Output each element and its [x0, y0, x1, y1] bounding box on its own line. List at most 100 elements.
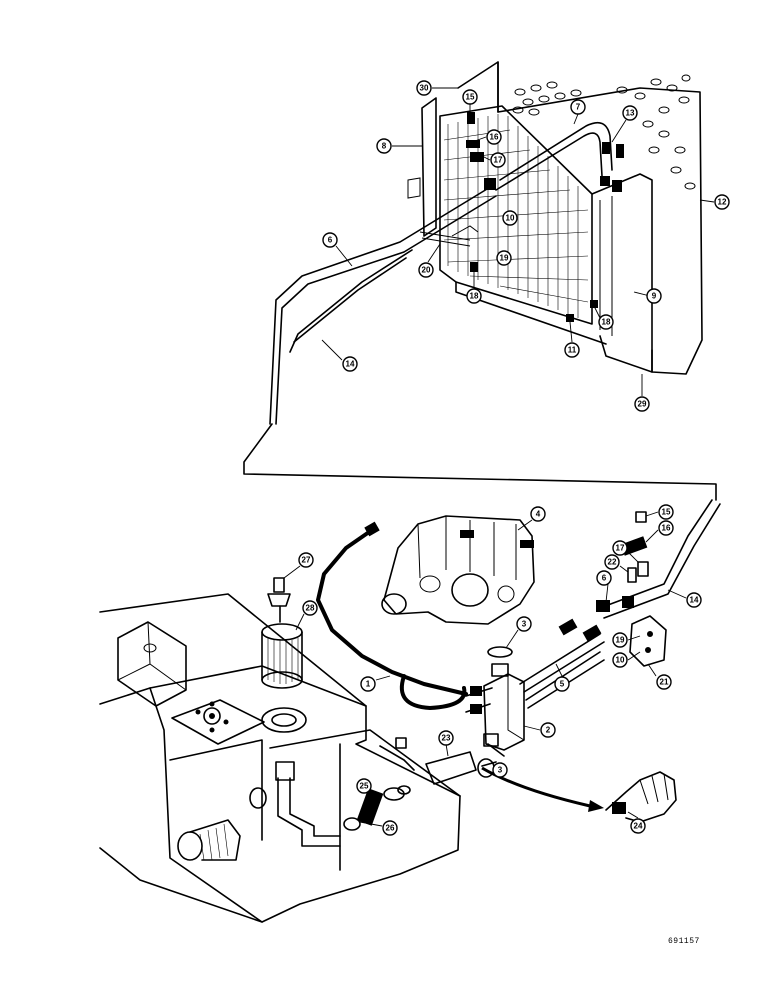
svg-text:3: 3 — [522, 620, 527, 629]
oil-cooler-assembly — [269, 61, 703, 425]
drawing-number: 691157 — [668, 937, 700, 946]
svg-text:29: 29 — [638, 400, 647, 409]
svg-text:17: 17 — [616, 544, 625, 553]
svg-text:12: 12 — [718, 198, 727, 207]
svg-text:19: 19 — [616, 636, 625, 645]
callout-23: 23 — [438, 730, 454, 757]
callout-16-lower: 16 — [645, 520, 674, 543]
callout-29: 29 — [634, 374, 650, 412]
svg-text:10: 10 — [616, 656, 625, 665]
callout-3-lower: 3 — [492, 762, 508, 778]
callout-15-upper: 15 — [462, 89, 478, 114]
cooler-core — [439, 105, 593, 325]
block-21 — [629, 615, 667, 667]
line-6 — [525, 651, 601, 701]
svg-text:11: 11 — [568, 346, 577, 355]
svg-text:22: 22 — [608, 558, 617, 567]
callout-11: 11 — [564, 321, 580, 358]
callout-28: 28 — [295, 600, 318, 631]
callout-26: 26 — [359, 820, 398, 836]
svg-text:27: 27 — [302, 556, 311, 565]
svg-text:18: 18 — [470, 292, 479, 301]
svg-text:24: 24 — [634, 822, 643, 831]
svg-text:5: 5 — [560, 680, 565, 689]
callout-19-lower: 19 — [612, 632, 641, 648]
cooler-fittings — [419, 112, 624, 322]
svg-text:21: 21 — [660, 678, 669, 687]
callout-4: 4 — [517, 506, 546, 531]
svg-text:14: 14 — [690, 596, 699, 605]
callout-20: 20 — [418, 243, 441, 278]
hose-1 — [316, 528, 468, 696]
callout-22: 22 — [604, 554, 629, 573]
svg-text:13: 13 — [626, 109, 635, 118]
return-tube — [289, 249, 413, 353]
svg-text:23: 23 — [442, 734, 451, 743]
callout-12: 12 — [699, 194, 730, 210]
callout-7: 7 — [570, 99, 586, 125]
svg-text:14: 14 — [346, 360, 355, 369]
callout-18-right: 18 — [593, 305, 614, 330]
control-valve — [381, 515, 535, 625]
callout-8-upper: 8 — [376, 138, 422, 154]
svg-text:15: 15 — [466, 93, 475, 102]
svg-text:9: 9 — [652, 292, 657, 301]
svg-text:3: 3 — [498, 766, 503, 775]
svg-text:25: 25 — [360, 782, 369, 791]
svg-text:4: 4 — [536, 510, 541, 519]
svg-text:15: 15 — [662, 508, 671, 517]
svg-text:10: 10 — [506, 214, 515, 223]
callout-24: 24 — [627, 811, 646, 834]
filter-element-28 — [261, 623, 303, 689]
svg-text:6: 6 — [328, 236, 333, 245]
hydraulic-reservoir — [99, 577, 497, 923]
breather-cap-27 — [267, 577, 291, 623]
lower-assembly — [99, 499, 721, 923]
callout-17-upper: 17 — [481, 152, 506, 168]
cooler-frame-right — [591, 173, 653, 373]
svg-text:17: 17 — [494, 156, 503, 165]
shroud-perforations — [512, 74, 696, 190]
svg-text:30: 30 — [420, 84, 429, 93]
callout-14-upper: 14 — [321, 339, 358, 372]
callout-13: 13 — [611, 105, 638, 143]
callout-1: 1 — [360, 675, 391, 692]
cooler-frame-left — [421, 97, 437, 237]
svg-text:2: 2 — [546, 726, 551, 735]
callout-10-lower: 10 — [612, 651, 641, 668]
pump-24 — [605, 771, 677, 823]
callout-5: 5 — [554, 663, 570, 692]
svg-text:1: 1 — [366, 680, 371, 689]
callout-3-upper: 3 — [505, 616, 532, 649]
view-connector-line — [243, 423, 717, 501]
svg-text:7: 7 — [576, 103, 581, 112]
svg-text:16: 16 — [490, 133, 499, 142]
svg-text:26: 26 — [386, 824, 395, 833]
svg-text:16: 16 — [662, 524, 671, 533]
long-tube-14 — [269, 185, 493, 425]
callout-18-upper: 18 — [466, 272, 482, 304]
svg-text:20: 20 — [422, 266, 431, 275]
o-ring-top — [487, 646, 513, 658]
callout-14-lower: 14 — [667, 589, 702, 608]
svg-text:19: 19 — [500, 254, 509, 263]
line-5 — [519, 633, 601, 685]
callout-6-upper: 6 — [322, 232, 353, 267]
manifold-2 — [483, 673, 525, 751]
svg-text:18: 18 — [602, 318, 611, 327]
callout-30: 30 — [416, 80, 458, 96]
callout-10-upper: 10 — [502, 210, 518, 226]
callout-19-upper: 19 — [496, 250, 512, 266]
callout-17-lower: 17 — [612, 540, 639, 563]
svg-text:8: 8 — [382, 142, 387, 151]
callout-15-lower: 15 — [645, 504, 674, 520]
callout-9: 9 — [633, 288, 662, 304]
callout-27: 27 — [283, 552, 314, 579]
callout-6-lower: 6 — [596, 570, 612, 603]
callout-16-upper: 16 — [471, 129, 502, 145]
callout-2: 2 — [523, 722, 556, 738]
svg-text:6: 6 — [602, 574, 607, 583]
callout-25: 25 — [356, 778, 372, 794]
cooler-line-7 — [499, 121, 613, 181]
